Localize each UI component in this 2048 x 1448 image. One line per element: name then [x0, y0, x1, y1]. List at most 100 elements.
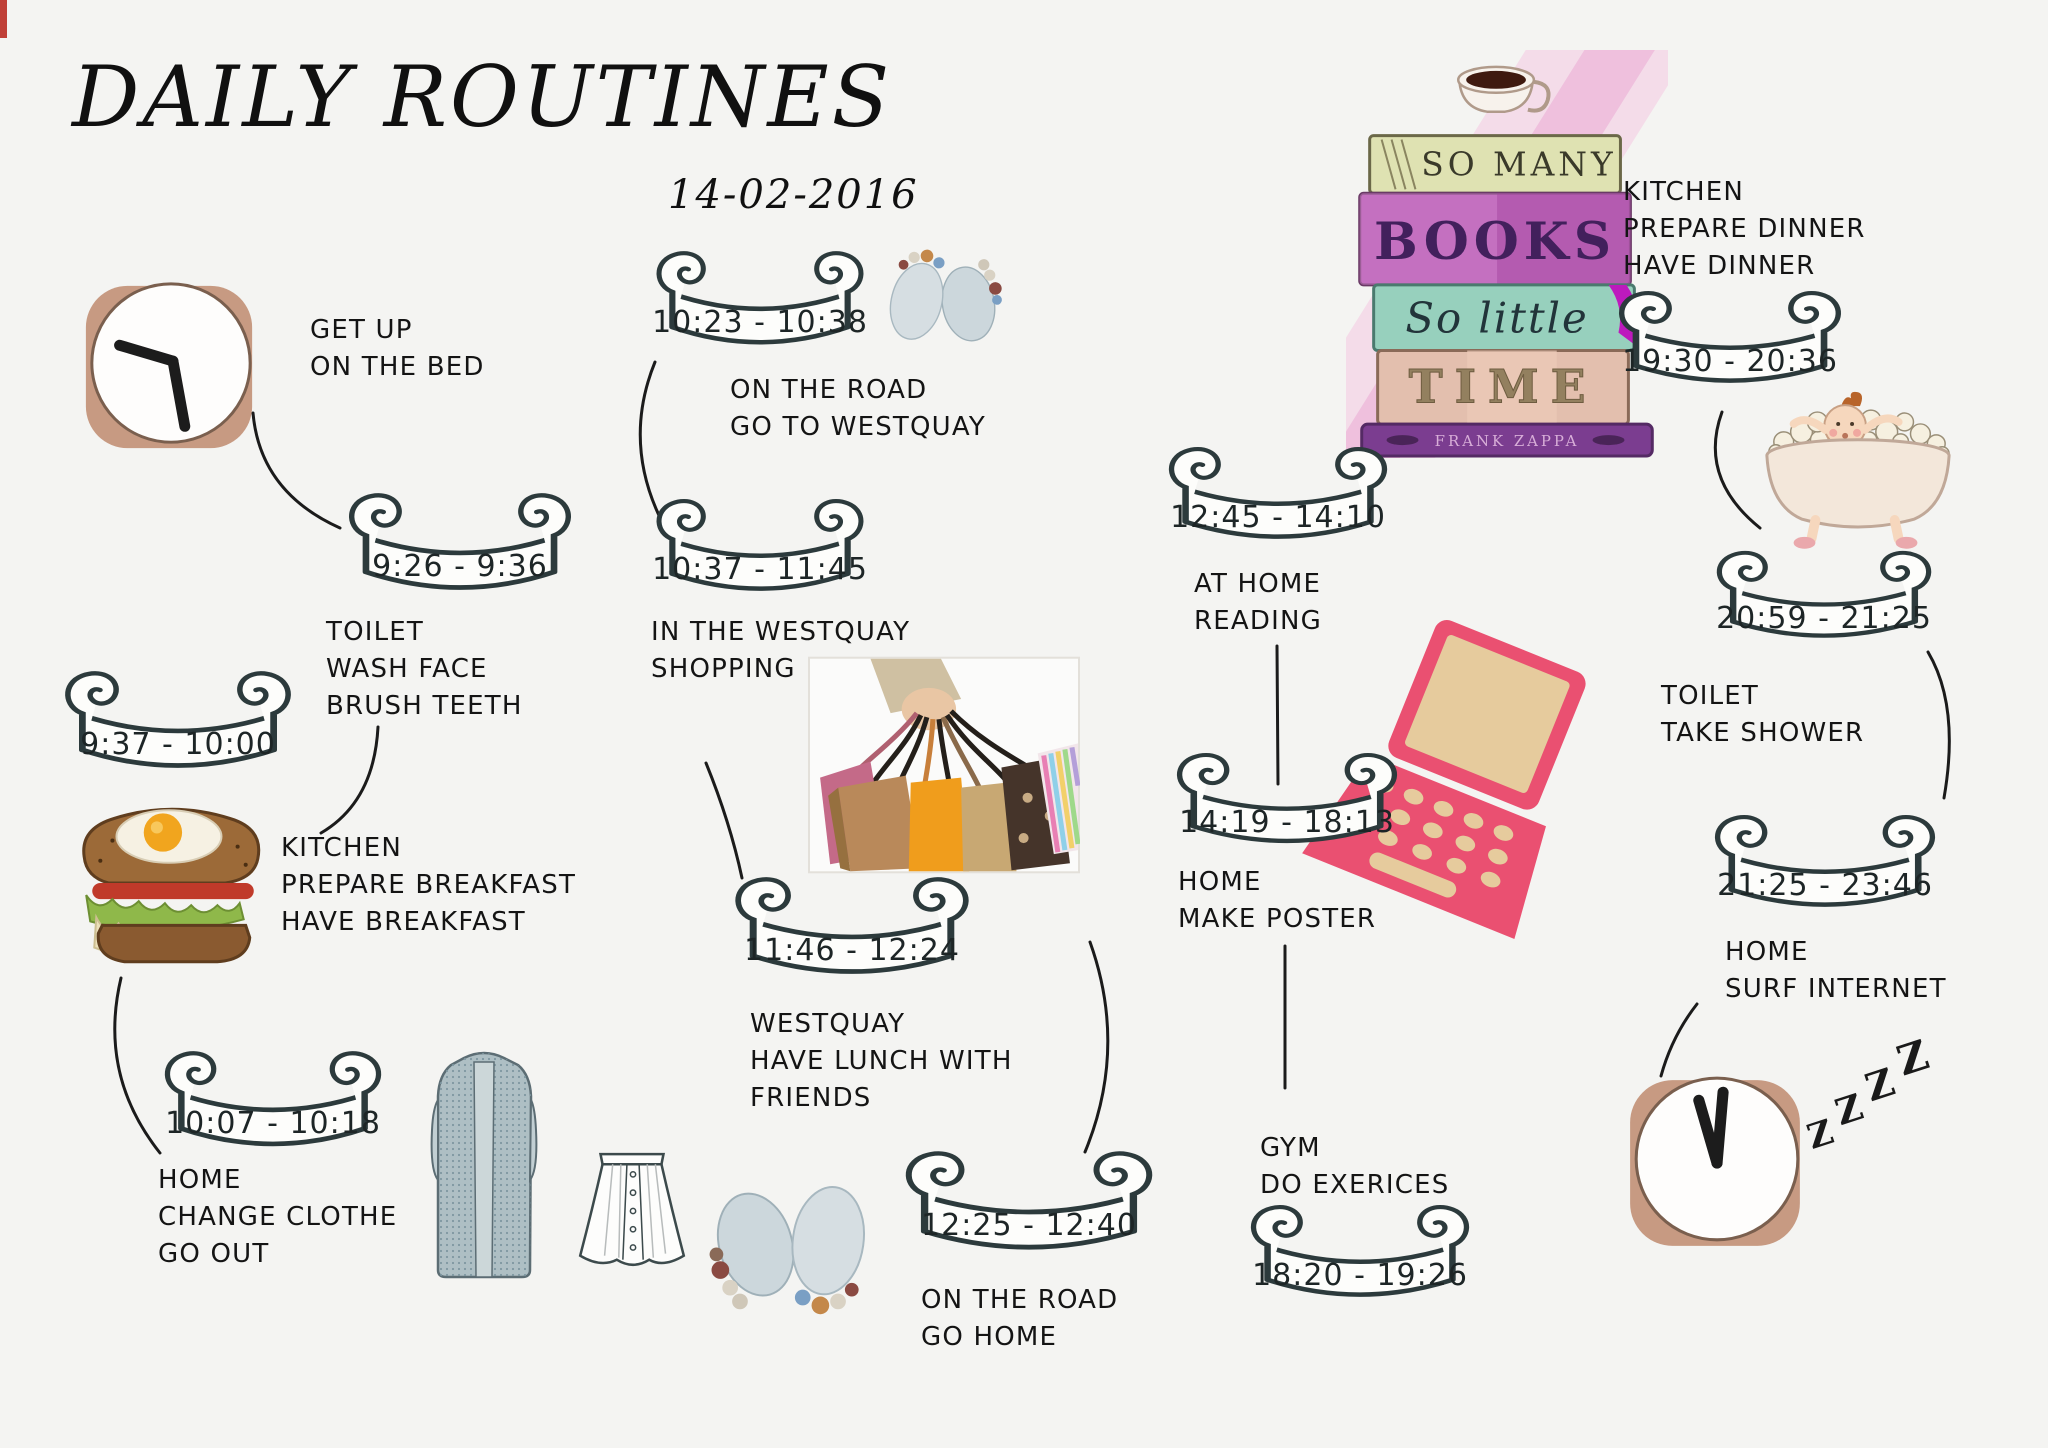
label-dinner: KITCHEN PREPARE DINNER HAVE DINNER: [1623, 174, 1866, 285]
morning-clock-icon: [76, 272, 264, 460]
label-lunch: WESTQUAY HAVE LUNCH WITH FRIENDS: [750, 1006, 1013, 1117]
time-label: 21:25 - 23:46: [1717, 868, 1933, 903]
book-title-so-little: So little: [1405, 294, 1588, 343]
label-line: HOME: [158, 1165, 242, 1195]
label-line: TAKE SHOWER: [1661, 718, 1865, 748]
banner-toilet-am: 9:37 - 10:00: [58, 668, 298, 786]
scroll-banner-shape: [898, 1148, 1160, 1268]
banner-surf-internet: 21:25 - 23:46: [1708, 812, 1942, 924]
label-line: TOILET: [1661, 681, 1760, 711]
time-label: 12:25 - 12:40: [921, 1208, 1137, 1243]
label-line: PREPARE BREAKFAST: [281, 870, 577, 900]
bathtub-illustration: [1754, 388, 1962, 552]
time-label: 10:37 - 11:45: [652, 552, 868, 587]
label-road-to-westquay: ON THE ROAD GO TO WESTQUAY: [730, 372, 986, 446]
time-label: 9:37 - 10:00: [80, 727, 276, 762]
label-line: READING: [1194, 606, 1322, 636]
date-label: 14-02-2016: [668, 172, 919, 218]
time-label: 19:30 - 20:36: [1622, 344, 1838, 379]
label-line: AT HOME: [1194, 569, 1322, 599]
time-label: 14:19 - 18:13: [1179, 805, 1395, 840]
time-label: 9:26 - 9:36: [372, 549, 548, 584]
label-line: HOME: [1725, 937, 1809, 967]
sleep-z-icon: Z: [1830, 1085, 1869, 1135]
label-line: GO HOME: [921, 1322, 1058, 1352]
label-road-home: ON THE ROAD GO HOME: [921, 1282, 1118, 1356]
banner-shower: 20:59 - 21:25: [1710, 548, 1938, 654]
label-line: HAVE LUNCH WITH: [750, 1046, 1013, 1076]
label-shopping: IN THE WESTQUAY SHOPPING: [651, 614, 910, 688]
night-clock-icon: [1620, 1066, 1812, 1258]
banner-dinner: 19:30 - 20:36: [1612, 288, 1848, 400]
banner-road-home: 12:25 - 12:40: [898, 1148, 1160, 1268]
time-label: 10:07 - 10:18: [165, 1106, 381, 1141]
time-label: 12:45 - 14:10: [1170, 500, 1386, 535]
label-line: ON THE BED: [310, 352, 485, 382]
label-line: GO TO WESTQUAY: [730, 412, 986, 442]
banner-lunch: 11:46 - 12:24: [728, 874, 976, 992]
label-line: ON THE ROAD: [730, 375, 928, 405]
pebble-shoes-icon: [698, 1172, 880, 1324]
banner-get-up: 9:26 - 9:36: [342, 490, 578, 608]
label-line: WASH FACE: [326, 654, 488, 684]
book-author: FRANK ZAPPA: [1435, 432, 1580, 450]
label-line: KITCHEN: [281, 833, 403, 863]
book-title-so-many: SO MANY: [1421, 145, 1616, 183]
banner-change-clothes: 10:07 - 10:18: [158, 1048, 388, 1164]
pebble-shoes-icon: [875, 222, 1015, 376]
scroll-banner-shape: [650, 496, 870, 608]
scroll-banner-shape: [1612, 288, 1848, 400]
label-line: HAVE BREAKFAST: [281, 907, 526, 937]
time-label: 18:20 - 19:26: [1252, 1258, 1468, 1293]
scroll-banner-shape: [1710, 548, 1938, 654]
label-line: DO EXERICES: [1260, 1170, 1450, 1200]
banner-reading: 12:45 - 14:10: [1162, 444, 1394, 556]
label-line: GO OUT: [158, 1239, 270, 1269]
scroll-banner-shape: [1708, 812, 1942, 924]
label-line: FRIENDS: [750, 1083, 872, 1113]
time-label: 11:46 - 12:24: [744, 933, 960, 968]
label-line: MAKE POSTER: [1178, 904, 1377, 934]
skirt-illustration: [570, 1148, 694, 1278]
label-make-poster: HOME MAKE POSTER: [1178, 864, 1376, 938]
sleep-z-icon: Z: [1859, 1058, 1900, 1111]
scroll-banner-shape: [1244, 1202, 1476, 1314]
label-line: KITCHEN: [1623, 177, 1745, 207]
book-title-time: TIME: [1409, 359, 1598, 413]
label-line: IN THE WESTQUAY: [651, 617, 911, 647]
scroll-banner-shape: [1170, 750, 1404, 860]
books-illustration: SO MANY BOOKS So little TIME: [1346, 50, 1668, 458]
banner-road-to-westquay: 10:23 - 10:38: [650, 248, 870, 362]
coffee-cup-icon: [1456, 65, 1551, 113]
book-title-books: BOOKS: [1374, 211, 1616, 272]
scroll-banner-shape: [1162, 444, 1394, 556]
banner-make-poster: 14:19 - 18:13: [1170, 750, 1404, 860]
time-label: 20:59 - 21:25: [1716, 601, 1932, 636]
label-line: PREPARE DINNER: [1623, 214, 1866, 244]
label-gym: GYM DO EXERICES: [1260, 1130, 1449, 1204]
banner-shopping: 10:37 - 11:45: [650, 496, 870, 608]
scroll-banner-shape: [58, 668, 298, 786]
label-line: SHOPPING: [651, 654, 796, 684]
scroll-banner-shape: [650, 248, 870, 362]
label-line: CHANGE CLOTHE: [158, 1202, 398, 1232]
label-reading: AT HOME READING: [1194, 566, 1322, 640]
coat-illustration: [426, 1050, 542, 1284]
label-toilet-am: TOILET WASH FACE BRUSH TEETH: [326, 614, 523, 725]
label-line: HOME: [1178, 867, 1262, 897]
label-line: GET UP: [310, 315, 413, 345]
banner-gym: 18:20 - 19:26: [1244, 1202, 1476, 1314]
page-title: DAILY ROUTINES: [72, 48, 893, 146]
label-line: WESTQUAY: [750, 1009, 906, 1039]
scroll-banner-shape: [342, 490, 578, 608]
label-get-up: GET UP ON THE BED: [310, 312, 485, 386]
scroll-banner-shape: [158, 1048, 388, 1164]
shopping-bags-photo: [808, 656, 1080, 874]
label-shower: TOILET TAKE SHOWER: [1661, 678, 1864, 752]
breakfast-sandwich-photo: [66, 794, 278, 976]
time-label: 10:23 - 10:38: [652, 305, 868, 340]
scan-artifact: [0, 0, 7, 38]
label-line: TOILET: [326, 617, 425, 647]
label-line: BRUSH TEETH: [326, 691, 523, 721]
